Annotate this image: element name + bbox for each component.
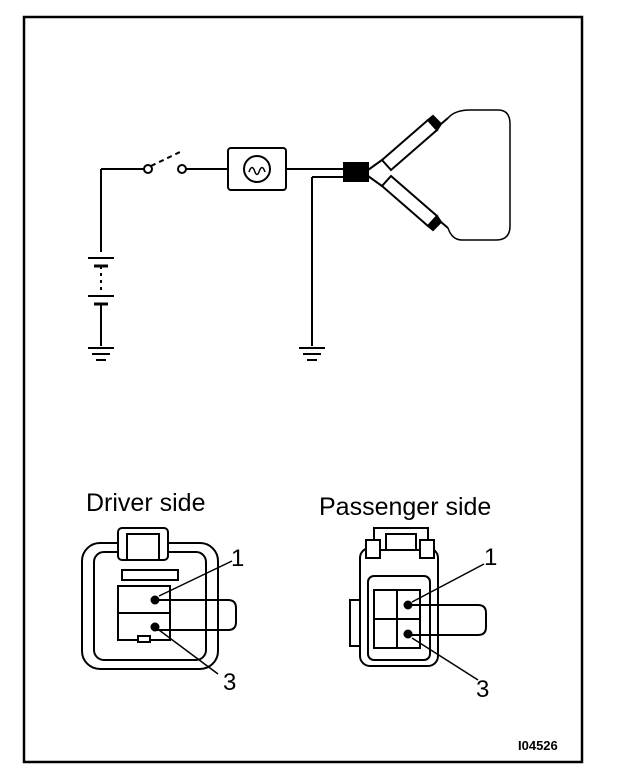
ground-icon xyxy=(88,347,114,361)
passenger-connector xyxy=(349,527,487,681)
probe-icon xyxy=(367,109,511,241)
battery-icon xyxy=(88,257,114,346)
figure-code: I04526 xyxy=(518,738,558,753)
passenger-side-label: Passenger side xyxy=(319,493,491,521)
driver-connector xyxy=(81,527,237,675)
connector-icon xyxy=(343,162,369,182)
passenger-pin-three: 3 xyxy=(476,676,489,703)
switch-icon xyxy=(143,151,228,174)
bulb-icon xyxy=(227,147,344,191)
driver-pin-one: 1 xyxy=(231,545,244,572)
ground-icon-right xyxy=(299,347,325,361)
figure-frame xyxy=(22,15,584,764)
driver-pin-three: 3 xyxy=(223,669,236,696)
circuit-diagram xyxy=(88,109,511,361)
driver-side-label: Driver side xyxy=(86,489,205,517)
passenger-pin-one: 1 xyxy=(484,544,497,571)
